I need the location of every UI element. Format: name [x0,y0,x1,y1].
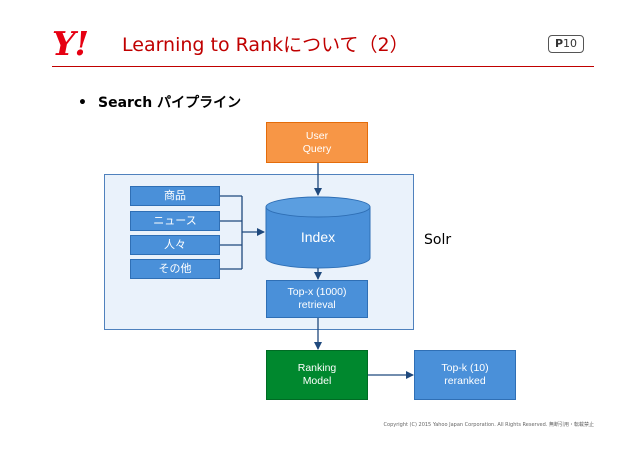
index-label-text: Index [300,228,336,245]
category-label: 人々 [164,238,186,251]
solr-label: Solr [424,232,452,248]
bullet-marker: • [78,95,87,111]
slide-title: Learning to Rankについて（2） [122,34,409,56]
topk-line-1: Top-k (10) [441,362,489,374]
ranking-model-box: Ranking Model [266,350,368,400]
ranking-line-1: Ranking [297,362,337,374]
topk-reranked-box: Top-k (10) reranked [414,350,516,400]
category-label: 商品 [164,189,186,202]
index-label: Index [266,222,370,252]
category-box-other: その他 [130,259,220,279]
category-box-news: ニュース [130,211,220,231]
topx-line-1: Top-x (1000) [287,286,347,298]
page-number-badge: P10 [548,35,584,53]
page-prefix: P [554,37,564,50]
topx-line-2: retrieval [298,299,336,311]
user-query-line-1: User [305,129,329,142]
topk-line-2: reranked [444,375,486,387]
category-label: その他 [158,262,192,275]
copyright-footer: Copyright (C) 2015 Yahoo Japan Corporati… [383,422,594,428]
bullet-item: • Search パイプライン [78,92,241,112]
category-box-people: 人々 [130,235,220,255]
user-query-line-2: Query [302,142,332,155]
topx-retrieval-box: Top-x (1000) retrieval [266,280,368,318]
user-query-box: User Query [266,122,368,163]
title-divider [52,66,594,67]
page-number: 10 [563,37,578,50]
ranking-line-2: Model [302,375,332,387]
category-box-products: 商品 [130,186,220,206]
category-label: ニュース [153,214,197,227]
yahoo-logo: Y! [52,24,89,63]
bullet-text: Search パイプライン [98,95,242,111]
